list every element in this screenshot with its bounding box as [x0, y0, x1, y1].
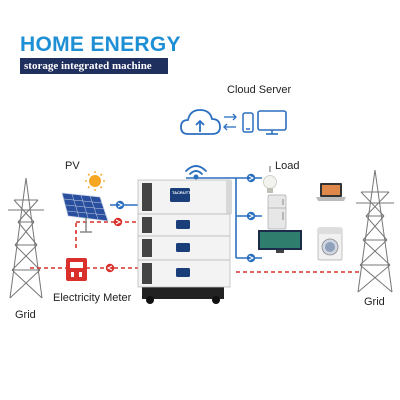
battery-brand-label: TACRUTT	[172, 190, 191, 195]
arrow-badge	[246, 173, 256, 183]
laptop-icon	[316, 183, 346, 201]
sun-icon	[85, 171, 105, 191]
arrow-badge	[105, 263, 115, 273]
page-subtitle: storage integrated machine	[20, 58, 168, 74]
grid-right-label: Grid	[364, 296, 385, 308]
battery-control-module	[137, 179, 232, 215]
cloud-icon	[180, 109, 221, 135]
monitor-icon	[257, 110, 287, 135]
pv-label: PV	[65, 160, 80, 172]
battery-module	[137, 259, 231, 288]
arrow-badge	[113, 217, 123, 227]
wifi-icon	[185, 165, 207, 180]
cloud-server-label: Cloud Server	[227, 84, 292, 96]
sync-arrows-icon	[223, 113, 237, 131]
battery-module	[137, 235, 231, 261]
arrow-badge	[246, 211, 256, 221]
arrow-badge	[246, 253, 256, 263]
arrow-badge	[115, 200, 125, 210]
tv-icon	[258, 230, 302, 253]
light-bulb-icon	[263, 166, 277, 193]
transmission-tower-icon	[8, 177, 44, 299]
solar-panel-icon	[61, 192, 109, 233]
transmission-tower-icon	[356, 169, 394, 293]
load-label: Load	[275, 160, 300, 172]
phone-icon	[242, 112, 254, 133]
battery-stack	[137, 179, 232, 304]
meter-icon	[66, 258, 87, 281]
electricity-meter-label: Electricity Meter	[53, 292, 132, 304]
washing-machine-icon	[317, 227, 343, 261]
grid-left-label: Grid	[15, 309, 36, 321]
fridge-icon	[267, 194, 287, 230]
page-title: HOME ENERGY	[20, 33, 181, 56]
battery-module	[137, 213, 231, 237]
